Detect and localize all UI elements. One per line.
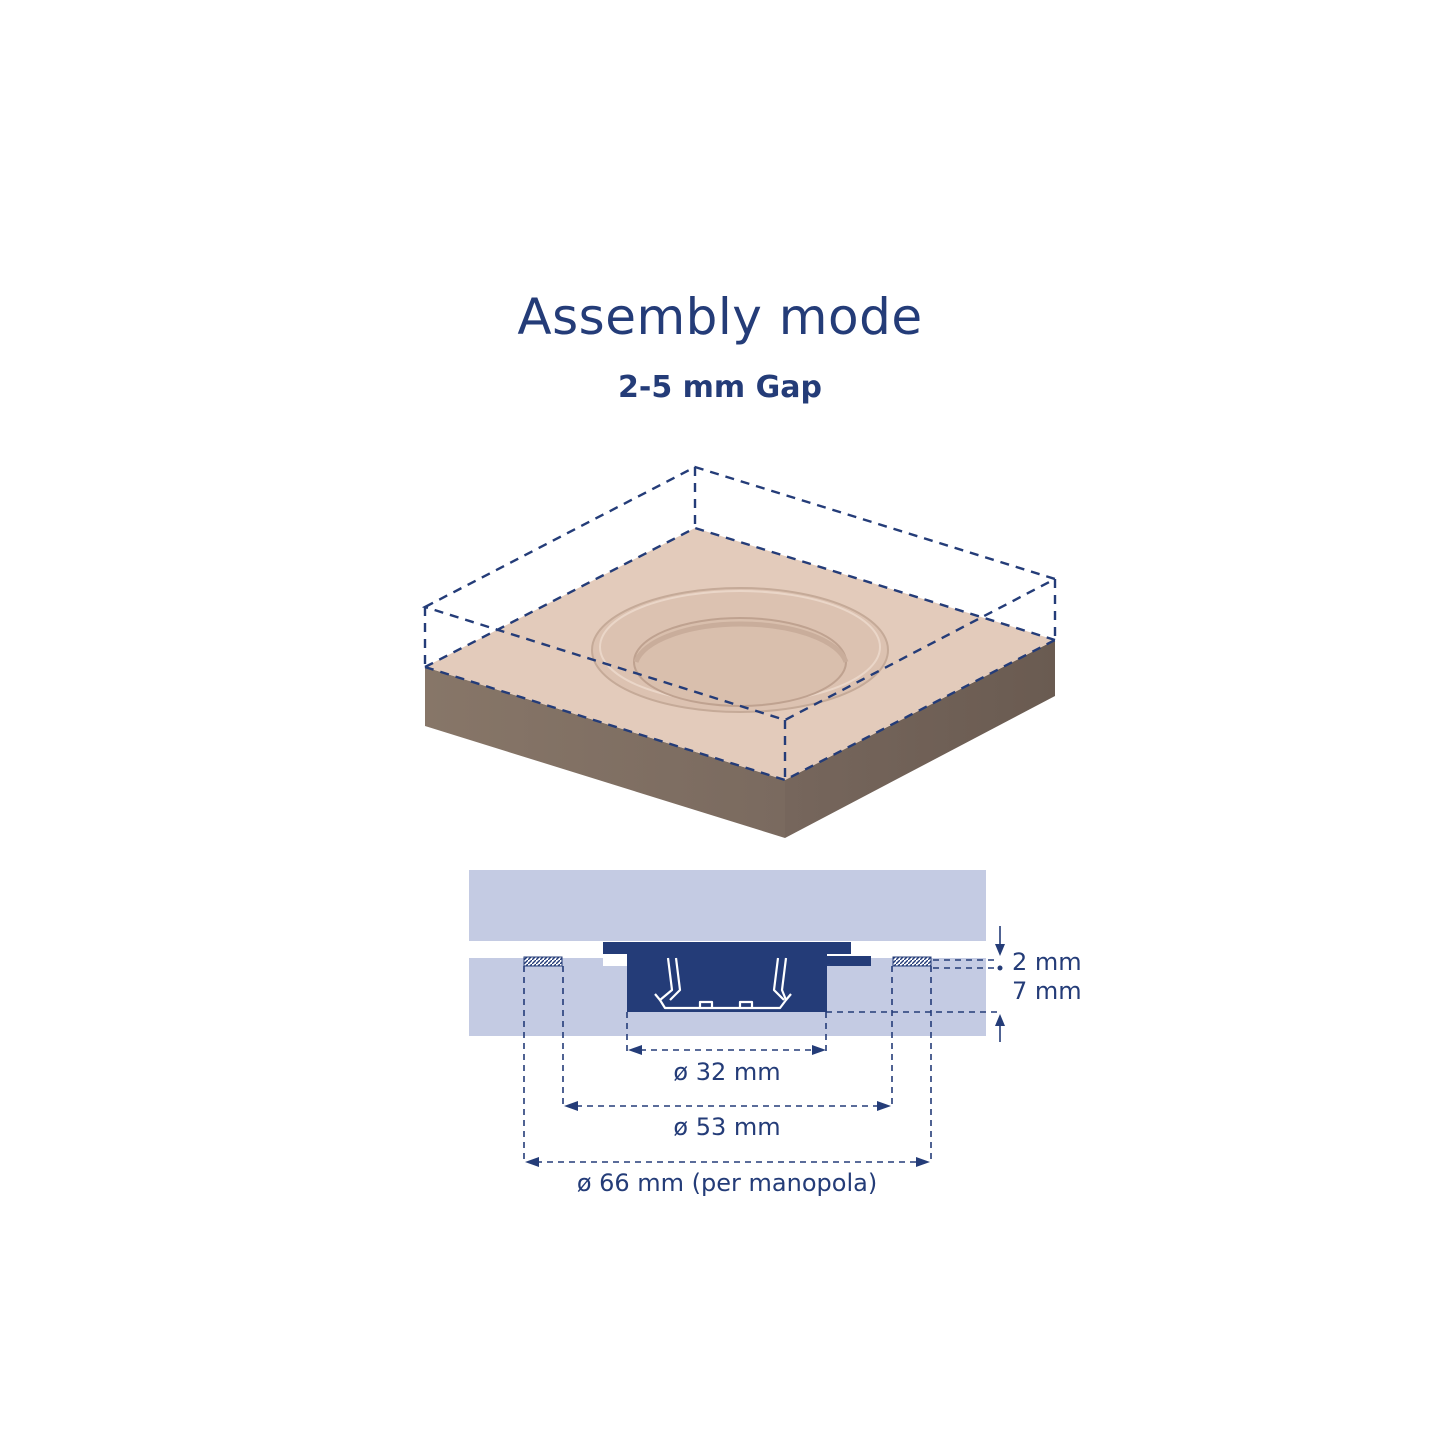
page-subtitle: 2-5 mm Gap	[618, 370, 822, 405]
label-diameter-66: ø 66 mm (per manopola)	[577, 1169, 877, 1197]
arrowheads	[525, 926, 1005, 1167]
cross-section	[469, 870, 986, 1036]
wood-block-left-side	[425, 667, 785, 838]
page-title: Assembly mode	[517, 288, 923, 346]
navy-insert	[603, 942, 871, 1012]
left-gasket	[523, 956, 563, 967]
label-diameter-53: ø 53 mm	[673, 1113, 780, 1141]
label-depth-7mm: 7 mm	[1012, 977, 1082, 1005]
wood-block	[421, 465, 1059, 838]
upper-panel	[469, 870, 986, 941]
dashed-bounding-box	[421, 465, 1059, 782]
label-gap-2mm: 2 mm	[1012, 948, 1082, 976]
label-diameter-32: ø 32 mm	[673, 1058, 780, 1086]
wood-block-right-side	[785, 640, 1055, 838]
inner-recess	[633, 617, 847, 707]
lower-panel	[469, 958, 986, 1036]
right-gasket	[892, 956, 932, 967]
dimension-lines	[523, 959, 998, 1164]
